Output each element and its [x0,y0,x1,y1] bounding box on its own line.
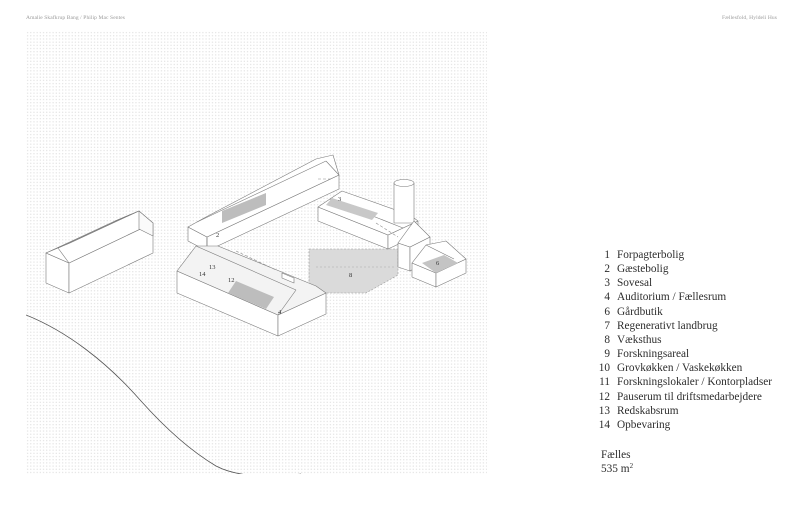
summary-area: 535 m2 [601,462,634,476]
plan-label-3: 3 [338,196,341,203]
summary-label: Fælles [601,449,631,461]
building-4 [176,245,327,337]
terrain-line [26,314,301,474]
header-project: Fællesfold, Hyldeli Hus [721,15,777,21]
building-2 [187,154,340,264]
plan-label-8: 8 [349,272,352,279]
hidden-lines [235,178,399,271]
building-3 [317,179,419,250]
plan-label-12: 12 [228,277,235,284]
plan-label-4: 4 [278,309,282,316]
area-summary: Fælles 535 m2 [601,448,633,476]
building-6 [411,240,467,288]
plan-label-6: 6 [436,260,440,267]
greenhouse-8 [308,248,399,294]
building-east-link [397,220,431,272]
building-detached [45,210,154,294]
plan-label-13: 13 [209,264,216,271]
plan-label-14: 14 [199,271,206,278]
axonometric-drawing: 2 3 4 6 8 12 13 14 [26,31,487,474]
header-authors: Amalie Skafkrup Bang / Philip Mac Sentes [26,15,126,21]
plan-label-2: 2 [216,232,219,239]
